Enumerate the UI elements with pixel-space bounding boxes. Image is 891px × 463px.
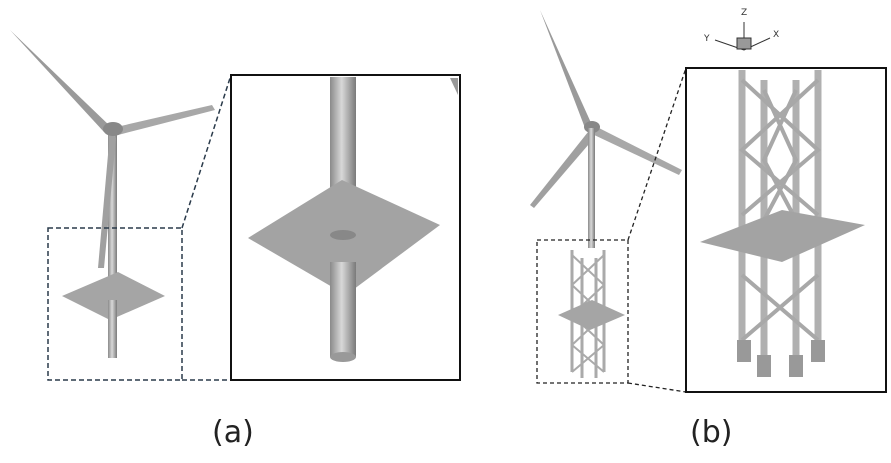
axis-y-label: Y (704, 34, 710, 44)
panel-label-b: (b) (690, 415, 733, 450)
panel-label-a: (a) (212, 415, 254, 450)
axis-x-label: X (773, 30, 780, 40)
highlight-box-b (536, 239, 629, 384)
zoom-view-b (685, 67, 887, 393)
axes-triad (714, 22, 771, 51)
highlight-box-a (47, 227, 183, 381)
zoom-view-a (230, 74, 461, 381)
turbine-a (10, 30, 215, 358)
axis-z-label: Z (741, 8, 748, 18)
turbine-b (530, 10, 682, 378)
